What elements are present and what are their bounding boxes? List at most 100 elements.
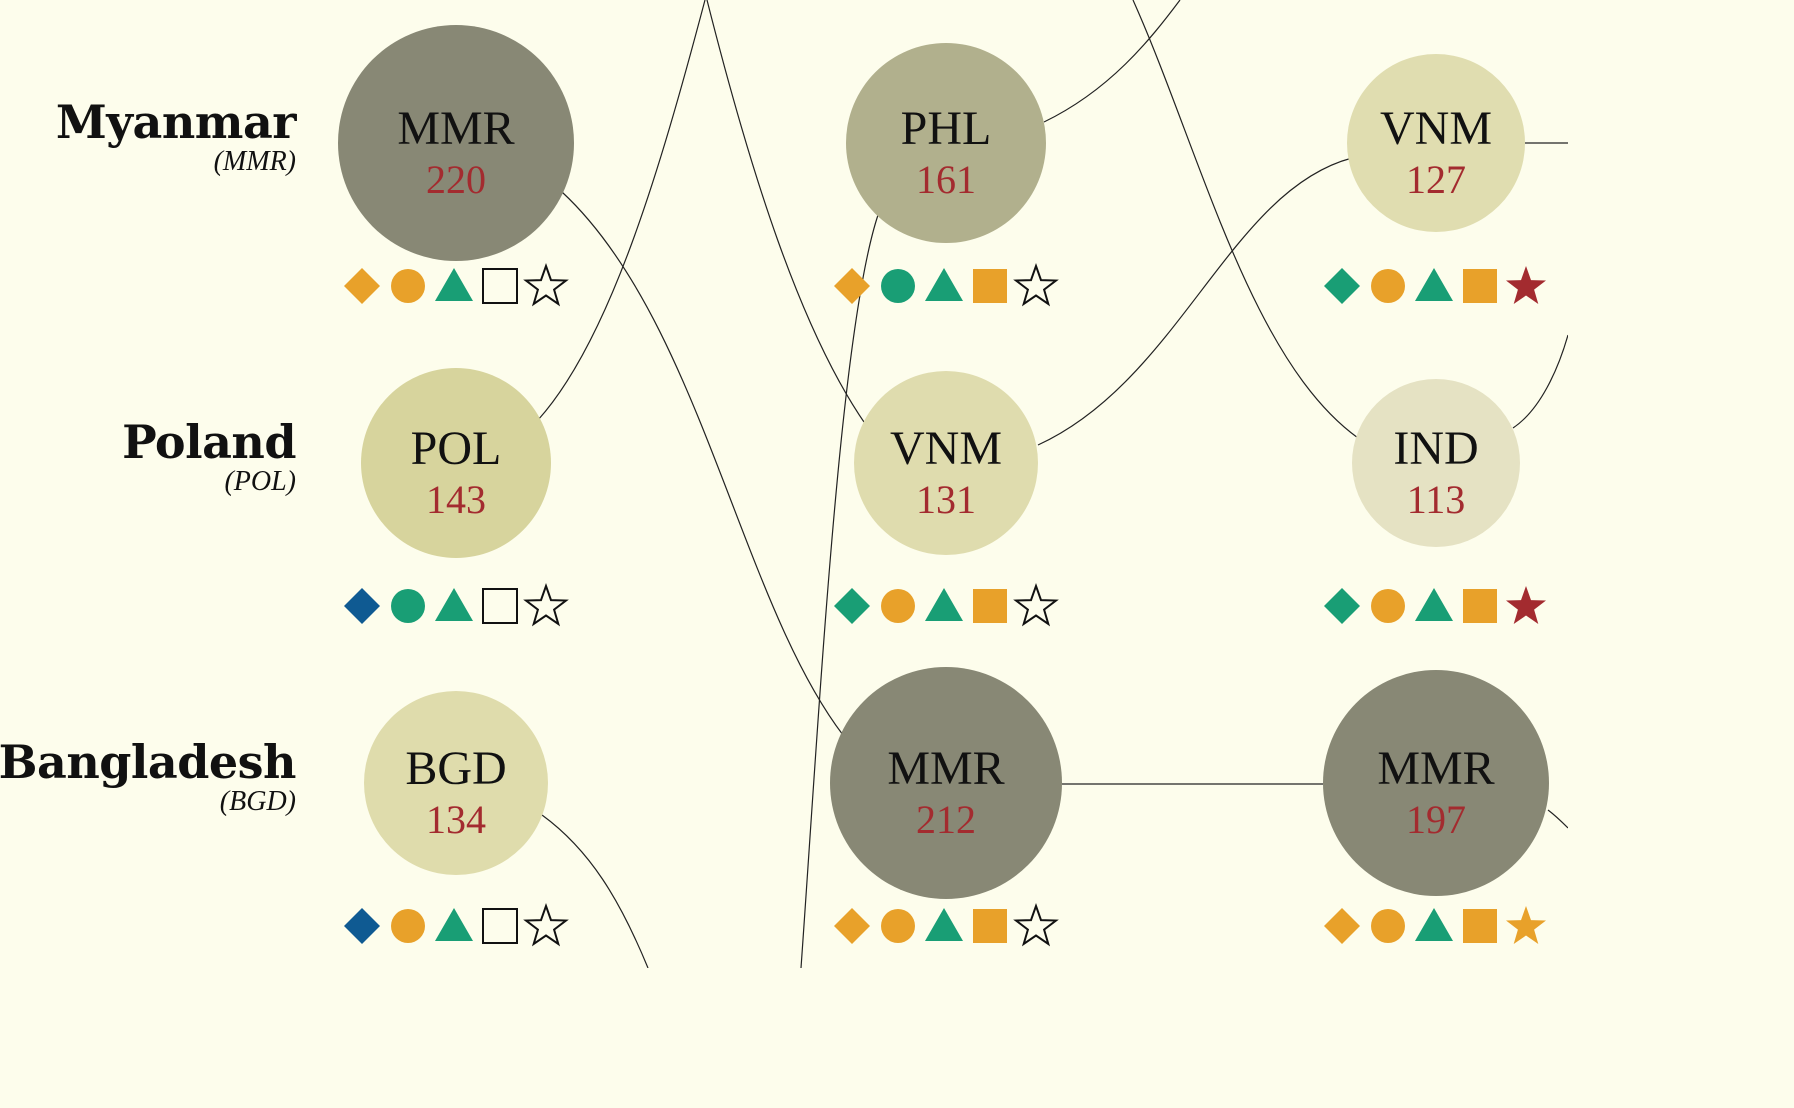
node-circle bbox=[1347, 54, 1525, 232]
diamond-icon bbox=[834, 268, 870, 304]
country-code: (BGD) bbox=[219, 786, 296, 817]
diamond-icon bbox=[344, 588, 380, 624]
node-code: VNM bbox=[890, 422, 1002, 475]
link-line bbox=[706, 0, 867, 426]
circle-icon bbox=[1371, 269, 1405, 303]
country-name: Bangladesh bbox=[0, 735, 297, 789]
symbol-row bbox=[1324, 266, 1546, 304]
symbol-row bbox=[834, 263, 1059, 307]
triangle-icon bbox=[435, 588, 473, 621]
node-circle bbox=[1352, 379, 1520, 547]
star-icon bbox=[1013, 263, 1059, 307]
node-code: MMR bbox=[887, 742, 1004, 795]
link-line bbox=[537, 0, 706, 421]
star-icon bbox=[1506, 586, 1546, 624]
node-code: MMR bbox=[397, 102, 514, 155]
diamond-icon bbox=[834, 588, 870, 624]
node-circle bbox=[364, 691, 548, 875]
node-code: MMR bbox=[1377, 742, 1494, 795]
square-icon bbox=[1463, 909, 1497, 943]
node-circle bbox=[854, 371, 1038, 555]
triangle-icon bbox=[1415, 588, 1453, 621]
triangle-icon bbox=[435, 908, 473, 941]
diamond-icon bbox=[344, 908, 380, 944]
country-label-bangladesh: Bangladesh (BGD) bbox=[0, 735, 297, 817]
triangle-icon bbox=[925, 908, 963, 941]
square-icon bbox=[482, 588, 518, 624]
star-icon bbox=[1013, 903, 1059, 947]
circle-icon bbox=[391, 589, 425, 623]
node-value: 131 bbox=[916, 477, 976, 522]
node-value: 220 bbox=[426, 157, 486, 202]
node-circle bbox=[338, 25, 574, 261]
connector-lines bbox=[537, 0, 1568, 968]
node-circle bbox=[846, 43, 1046, 243]
link-line bbox=[1043, 0, 1181, 123]
triangle-icon bbox=[925, 588, 963, 621]
triangle-icon bbox=[1415, 908, 1453, 941]
square-icon bbox=[973, 589, 1007, 623]
node-value: 212 bbox=[916, 797, 976, 842]
node-code: IND bbox=[1393, 422, 1478, 475]
symbol-row bbox=[1324, 906, 1546, 944]
symbol-row bbox=[834, 583, 1059, 627]
node-code: BGD bbox=[405, 742, 506, 795]
link-line bbox=[1037, 157, 1353, 446]
triangle-icon bbox=[435, 268, 473, 301]
symbol-row bbox=[344, 903, 569, 947]
node-layer: MMR220POL143BGD134PHL161VNM131MMR212VNM1… bbox=[338, 25, 1549, 947]
diamond-icon bbox=[1324, 588, 1360, 624]
triangle-icon bbox=[925, 268, 963, 301]
circle-icon bbox=[391, 269, 425, 303]
node-value: 161 bbox=[916, 157, 976, 202]
triangle-icon bbox=[1415, 268, 1453, 301]
circle-icon bbox=[881, 589, 915, 623]
square-icon bbox=[1463, 589, 1497, 623]
star-icon bbox=[1506, 266, 1546, 304]
star-icon bbox=[1506, 906, 1546, 944]
square-icon bbox=[482, 908, 518, 944]
ranking-diagram: MMR220POL143BGD134PHL161VNM131MMR212VNM1… bbox=[338, 0, 1568, 968]
symbol-row bbox=[834, 903, 1059, 947]
link-line bbox=[541, 814, 649, 968]
star-icon bbox=[523, 583, 569, 627]
circle-icon bbox=[881, 909, 915, 943]
circle-icon bbox=[1371, 909, 1405, 943]
square-icon bbox=[1463, 269, 1497, 303]
node-value: 197 bbox=[1406, 797, 1466, 842]
square-icon bbox=[973, 909, 1007, 943]
square-icon bbox=[482, 268, 518, 304]
link-line bbox=[561, 191, 844, 736]
node-value: 127 bbox=[1406, 157, 1466, 202]
country-label-myanmar: Myanmar (MMR) bbox=[55, 95, 297, 177]
node-value: 134 bbox=[426, 797, 486, 842]
star-icon bbox=[523, 263, 569, 307]
star-icon bbox=[1013, 583, 1059, 627]
symbol-row bbox=[344, 583, 569, 627]
node-circle bbox=[1323, 670, 1549, 896]
circle-icon bbox=[391, 909, 425, 943]
link-line bbox=[1547, 809, 1568, 829]
symbol-row bbox=[344, 263, 569, 307]
diamond-icon bbox=[1324, 908, 1360, 944]
node-code: VNM bbox=[1380, 102, 1492, 155]
diamond-icon bbox=[1324, 268, 1360, 304]
diamond-icon bbox=[344, 268, 380, 304]
node-code: POL bbox=[411, 422, 502, 475]
country-name: Myanmar bbox=[55, 95, 297, 149]
link-line bbox=[1132, 0, 1359, 439]
diamond-icon bbox=[834, 908, 870, 944]
symbol-row bbox=[1324, 586, 1546, 624]
country-name: Poland bbox=[122, 415, 296, 469]
country-code: (MMR) bbox=[213, 146, 296, 177]
node-circle bbox=[361, 368, 551, 558]
